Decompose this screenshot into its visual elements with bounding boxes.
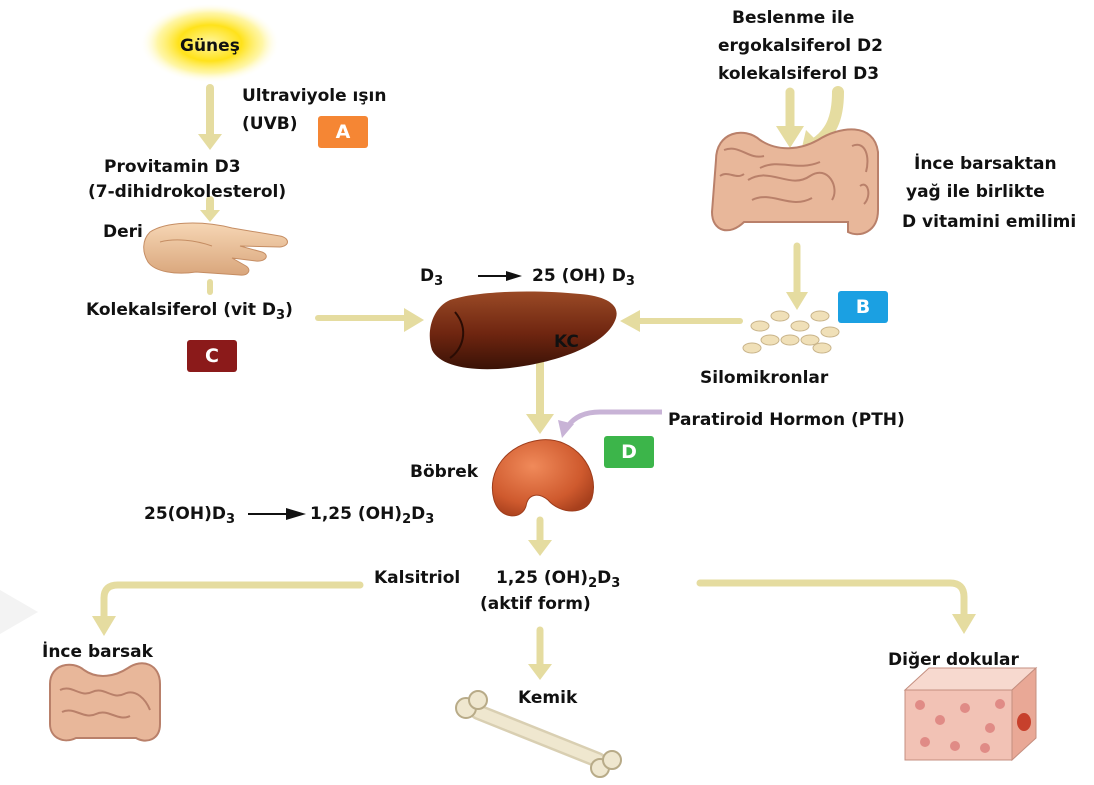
- liver-icon: [430, 292, 617, 370]
- small-intestine-label: İnce barsak: [42, 640, 153, 664]
- uv-label-line1: Ultraviyole ışın: [242, 84, 386, 108]
- diet-label-line1: Beslenme ile: [732, 6, 854, 30]
- liver-label: KC: [554, 330, 579, 354]
- provitamin-label-line1: Provitamin D3: [104, 155, 241, 179]
- absorb-label-line2: yağ ile birlikte: [906, 180, 1045, 204]
- bone-label: Kemik: [518, 686, 577, 710]
- badge-d: D: [604, 436, 654, 468]
- sun-label: Güneş: [180, 34, 240, 58]
- provitamin-label-line2: (7-dihidrokolesterol): [88, 180, 286, 204]
- liver-reaction-from: D3: [420, 264, 443, 294]
- small-intestine-icon: [50, 663, 160, 740]
- reaction-arrow-kidney: [248, 508, 306, 520]
- calcitriol-label: Kalsitriol: [374, 566, 460, 590]
- absorb-label-line3: D vitamini emilimi: [902, 210, 1076, 234]
- chylomicrons-label: Silomikronlar: [700, 366, 828, 390]
- badge-c: C: [187, 340, 237, 372]
- diet-label-line3: kolekalsiferol D3: [718, 62, 879, 86]
- badge-b: B: [838, 291, 888, 323]
- pth-label: Paratiroid Hormon (PTH): [668, 408, 905, 432]
- badge-a: A: [318, 116, 368, 148]
- pth-arrow: [558, 412, 662, 438]
- liver-reaction-to: 25 (OH) D3: [532, 264, 635, 294]
- active-form-label: (aktif form): [480, 592, 591, 616]
- chylomicron-dots: [743, 311, 839, 353]
- skin-label: Deri: [103, 220, 143, 244]
- watermark-mark: [0, 590, 38, 634]
- uv-label-line2: (UVB): [242, 112, 297, 136]
- reaction-arrow-liver: [478, 271, 522, 281]
- tissue-block-icon: [905, 668, 1036, 760]
- kidney-reaction-from: 25(OH)D3: [144, 502, 235, 532]
- absorb-label-line1: İnce barsaktan: [914, 152, 1057, 176]
- intestine-icon: [712, 129, 878, 234]
- cholecalciferol-label: Kolekalsiferol (vit D3): [86, 298, 293, 328]
- hand-icon: [144, 223, 288, 275]
- diet-label-line2: ergokalsiferol D2: [718, 34, 883, 58]
- kidney-reaction-to: 1,25 (OH)2D3: [310, 502, 434, 532]
- kidney-label: Böbrek: [410, 460, 478, 484]
- kidney-icon: [492, 440, 593, 516]
- other-tissues-label: Diğer dokular: [888, 648, 1019, 672]
